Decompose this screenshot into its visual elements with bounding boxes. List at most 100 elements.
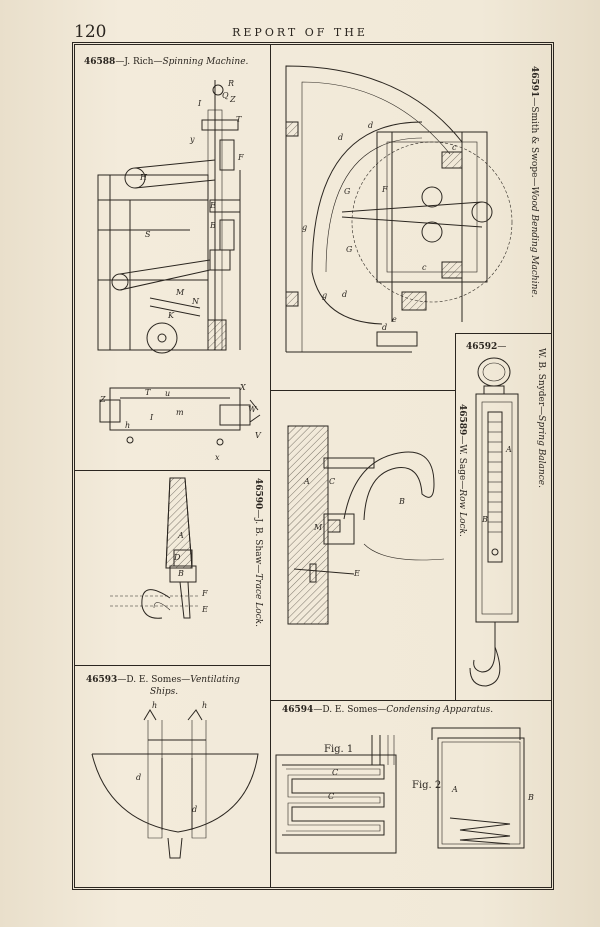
patent-number: 46592	[466, 342, 498, 352]
caption-46593: 46593—D. E. Somes—Ventilating	[86, 675, 240, 685]
invention-title: Spinning Machine.	[162, 57, 249, 67]
caption-46590: 46590—J. B. Shaw—Trace Lock.	[253, 478, 263, 627]
svg-text:e: e	[392, 315, 397, 324]
svg-text:c: c	[422, 263, 427, 272]
invention-title: Ventilating	[190, 675, 240, 685]
svg-text:A: A	[303, 477, 310, 486]
svg-text:D: D	[173, 553, 181, 562]
patent-number: 46588	[84, 57, 116, 67]
caption-46592-number: 46592—	[466, 342, 507, 352]
svg-text:g: g	[322, 291, 327, 300]
svg-text:C: C	[332, 768, 338, 777]
invention-title: Trace Lock.	[253, 573, 263, 627]
svg-text:c: c	[452, 143, 457, 152]
svg-text:I: I	[197, 99, 202, 108]
svg-text:Q: Q	[222, 91, 229, 100]
plate-frame	[72, 42, 554, 890]
divider-vertical-main	[270, 45, 271, 887]
svg-text:F: F	[201, 589, 208, 598]
svg-text:d: d	[368, 121, 373, 130]
invention-title-continued: Ships.	[150, 687, 179, 697]
fig1-label: Fig. 1	[324, 744, 354, 755]
inventor: D. E. Somes	[126, 675, 182, 685]
patent-number: 46593	[86, 675, 118, 685]
svg-text:X: X	[239, 383, 246, 392]
ventilating-ships-drawing: h h d d	[91, 701, 259, 859]
inventor: D. E. Somes	[322, 705, 378, 715]
inventor: Smith & Swope	[529, 106, 539, 178]
caption-46588: 46588—J. Rich—Spinning Machine.	[84, 57, 249, 67]
divider-left-2	[75, 665, 270, 666]
svg-text:T: T	[145, 388, 151, 397]
patent-number: 46591	[529, 66, 539, 98]
divider-right-col	[455, 333, 456, 700]
page-number: 120	[74, 22, 107, 42]
svg-text:h: h	[125, 421, 130, 430]
svg-text:Z: Z	[99, 395, 106, 404]
svg-text:B: B	[209, 221, 216, 230]
row-lock-drawing: A C M B E	[287, 425, 445, 625]
patent-number: 46590	[253, 478, 263, 510]
inventor: J. B. Shaw	[253, 518, 263, 565]
svg-text:d: d	[192, 805, 197, 814]
svg-text:m: m	[176, 408, 184, 417]
svg-text:g: g	[302, 223, 307, 232]
svg-text:B: B	[398, 497, 405, 506]
svg-text:S: S	[145, 230, 151, 239]
svg-text:d: d	[136, 773, 141, 782]
svg-text:G: G	[346, 245, 353, 254]
condensing-apparatus-fig2: AB	[431, 727, 534, 849]
svg-text:K: K	[167, 311, 175, 320]
divider-bottom	[270, 700, 551, 701]
svg-text:G: G	[344, 187, 351, 196]
svg-text:Z: Z	[229, 95, 236, 104]
svg-text:A: A	[177, 531, 184, 540]
patent-number: 46594	[282, 705, 314, 715]
svg-text:H: H	[139, 173, 148, 182]
divider-mid-1	[270, 390, 455, 391]
svg-text:h: h	[202, 701, 207, 710]
svg-text:F: F	[237, 153, 244, 162]
svg-text:M: M	[175, 288, 185, 297]
svg-text:y: y	[189, 135, 195, 144]
svg-text:A: A	[505, 445, 512, 454]
svg-text:d: d	[342, 290, 347, 299]
svg-text:E: E	[201, 605, 208, 614]
svg-text:A: A	[451, 785, 458, 794]
trace-lock-drawing: A DB FE	[110, 477, 208, 619]
svg-text:B: B	[177, 569, 184, 578]
running-title: REPORT OF THE	[232, 26, 368, 39]
svg-text:E: E	[209, 201, 216, 210]
caption-46593-line2: Ships.	[150, 688, 178, 697]
invention-title: Wood Bending Machine.	[529, 186, 539, 298]
svg-text:W: W	[248, 405, 257, 414]
svg-text:C: C	[329, 477, 335, 486]
svg-text:V: V	[255, 431, 262, 440]
fig2-label: Fig. 2	[412, 780, 442, 791]
svg-text:E: E	[353, 569, 360, 578]
caption-46594: 46594—D. E. Somes—Condensing Apparatus.	[282, 705, 494, 715]
svg-text:B: B	[527, 793, 534, 802]
svg-text:C: C	[328, 792, 334, 801]
svg-text:x: x	[215, 453, 220, 462]
svg-text:d: d	[338, 133, 343, 142]
svg-text:R: R	[227, 79, 234, 88]
svg-text:M: M	[313, 523, 323, 532]
caption-46589: 46589—W. Sage—Row Lock.	[457, 404, 467, 537]
condensing-apparatus-fig1: CC	[275, 735, 397, 854]
divider-left-1	[75, 470, 270, 471]
svg-text:u: u	[165, 389, 170, 398]
svg-text:I: I	[149, 413, 154, 422]
svg-text:F: F	[381, 185, 388, 194]
svg-text:T: T	[236, 115, 242, 124]
inventor: J. Rich	[124, 57, 154, 67]
svg-text:d: d	[382, 323, 387, 332]
caption-46591: 46591—Smith & Swope—Wood Bending Machine…	[529, 66, 539, 298]
divider-right-top	[455, 333, 551, 334]
spring-balance-drawing: AB	[469, 357, 519, 687]
svg-text:h: h	[152, 701, 157, 710]
svg-text:B: B	[481, 515, 488, 524]
